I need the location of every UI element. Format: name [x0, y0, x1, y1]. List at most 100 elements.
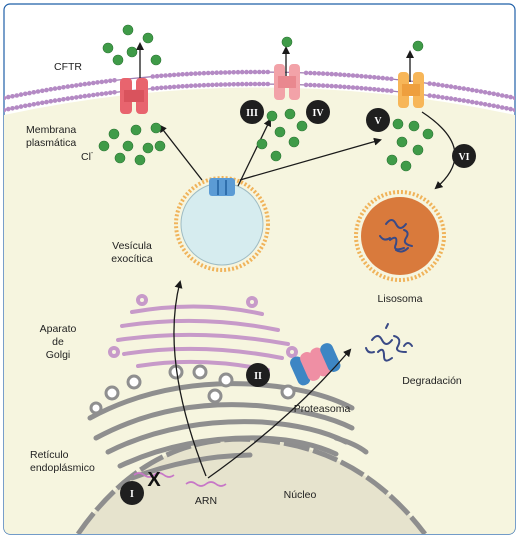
- svg-text:II: II: [254, 371, 262, 382]
- phospholipid-head: [482, 102, 488, 107]
- phospholipid-head: [499, 105, 505, 110]
- phospholipid-head: [69, 83, 75, 89]
- phospholipid-head: [461, 98, 467, 103]
- rna-strand: [185, 481, 227, 487]
- phospholipid-head: [261, 69, 266, 75]
- phospholipid-head: [337, 84, 343, 89]
- phospholipid-head: [346, 72, 352, 78]
- phospholipid-head: [346, 84, 352, 90]
- phospholipid-head: [171, 72, 177, 78]
- phospholipid-head: [231, 70, 236, 75]
- phospholipid-head: [91, 92, 96, 98]
- exocytic-vesicle: [174, 176, 270, 272]
- phospholipid-head: [188, 71, 194, 77]
- phospholipid-head: [444, 83, 450, 89]
- phospholipid-head: [159, 85, 164, 91]
- class-badge-vi: VI: [452, 144, 476, 168]
- phospholipid-head: [342, 72, 347, 78]
- phospholipid-head: [95, 80, 100, 85]
- phospholipid-head: [248, 81, 253, 87]
- cftr-channel-pink: [274, 64, 300, 100]
- phospholipid-head: [461, 86, 467, 91]
- cftr-channel-orange: [398, 72, 424, 108]
- phospholipid-head: [31, 102, 37, 107]
- phospholipid-head: [308, 70, 313, 76]
- phospholipid-head: [320, 71, 326, 76]
- phospholipid-head: [205, 82, 211, 88]
- phospholipid-head: [61, 85, 66, 90]
- class-badge-i: I: [120, 481, 144, 505]
- phospholipid-head: [316, 71, 322, 76]
- phospholipid-head: [201, 70, 207, 76]
- phospholipid-head: [380, 87, 386, 93]
- phospholipid-head: [74, 95, 79, 100]
- phospholipid-head: [78, 94, 83, 99]
- phospholipid-head: [103, 79, 109, 84]
- phospholipid-head: [257, 81, 262, 87]
- phospholipid-head: [214, 82, 219, 87]
- phospholipid-head: [103, 91, 109, 96]
- phospholipid-head: [52, 98, 58, 103]
- phospholipid-head: [239, 81, 245, 87]
- label-membrane-1: Membrana: [26, 124, 76, 136]
- phospholipid-head: [210, 82, 215, 88]
- label-er-2: endoplásmico: [30, 462, 95, 474]
- phospholipid-head: [91, 80, 96, 86]
- phospholipid-head: [354, 85, 360, 91]
- phospholipid-head: [235, 69, 241, 75]
- phospholipid-head: [325, 71, 330, 77]
- phospholipid-head: [40, 88, 45, 94]
- phospholipid-head: [354, 73, 360, 79]
- phospholipid-head: [470, 87, 475, 93]
- phospholipid-head: [48, 87, 54, 92]
- phospholipid-head: [14, 93, 20, 98]
- phospholipid-head: [14, 105, 20, 110]
- label-golgi-3: Golgi: [46, 349, 71, 361]
- phospholipid-head: [359, 85, 364, 91]
- phospholipid-head: [176, 84, 181, 89]
- lysosome: [354, 190, 446, 282]
- phospholipid-head: [265, 69, 271, 75]
- phospholipid-head: [342, 84, 347, 90]
- phospholipid-head: [150, 74, 156, 79]
- phospholipid-head: [18, 92, 24, 97]
- phospholipid-head: [444, 95, 450, 101]
- phospholipid-head: [227, 82, 232, 87]
- phospholipid-head: [303, 70, 309, 76]
- phospholipid-head: [465, 99, 471, 104]
- phospholipid-head: [427, 81, 433, 86]
- phospholipid-head: [154, 73, 160, 79]
- phospholipid-head: [265, 81, 271, 87]
- phospholipid-head: [57, 97, 62, 103]
- phospholipid-head: [65, 84, 71, 89]
- svg-text:VI: VI: [458, 152, 469, 163]
- phospholipid-head: [359, 73, 364, 79]
- phospholipid-head: [108, 78, 113, 84]
- label-degradation: Degradación: [402, 375, 462, 387]
- phospholipid-head: [180, 72, 185, 77]
- phospholipid-head: [487, 90, 492, 96]
- degradation-fragments: [365, 323, 413, 362]
- phospholipid-head: [163, 85, 168, 90]
- phospholipid-head: [333, 84, 339, 89]
- phospholipid-head: [35, 89, 41, 94]
- phospholipid-head: [61, 97, 66, 102]
- phospholipid-head: [384, 88, 390, 93]
- phospholipid-head: [508, 94, 513, 100]
- phospholipid-head: [99, 91, 105, 97]
- phospholipid-head: [453, 97, 458, 102]
- phospholipid-head: [210, 70, 215, 76]
- phospholipid-head: [431, 93, 437, 99]
- phospholipid-head: [312, 70, 317, 76]
- rna-strand-blocked: [133, 472, 175, 478]
- label-er-1: Retículo: [30, 449, 69, 461]
- phospholipid-head: [4, 107, 7, 113]
- phospholipid-head: [333, 72, 339, 77]
- phospholipid-head: [184, 83, 190, 89]
- phospholipid-head: [478, 89, 484, 94]
- phospholipid-head: [350, 85, 356, 90]
- phospholipid-head: [31, 90, 37, 95]
- phospholipid-head: [218, 70, 224, 75]
- phospholipid-head: [440, 83, 445, 88]
- phospholipid-head: [495, 92, 501, 97]
